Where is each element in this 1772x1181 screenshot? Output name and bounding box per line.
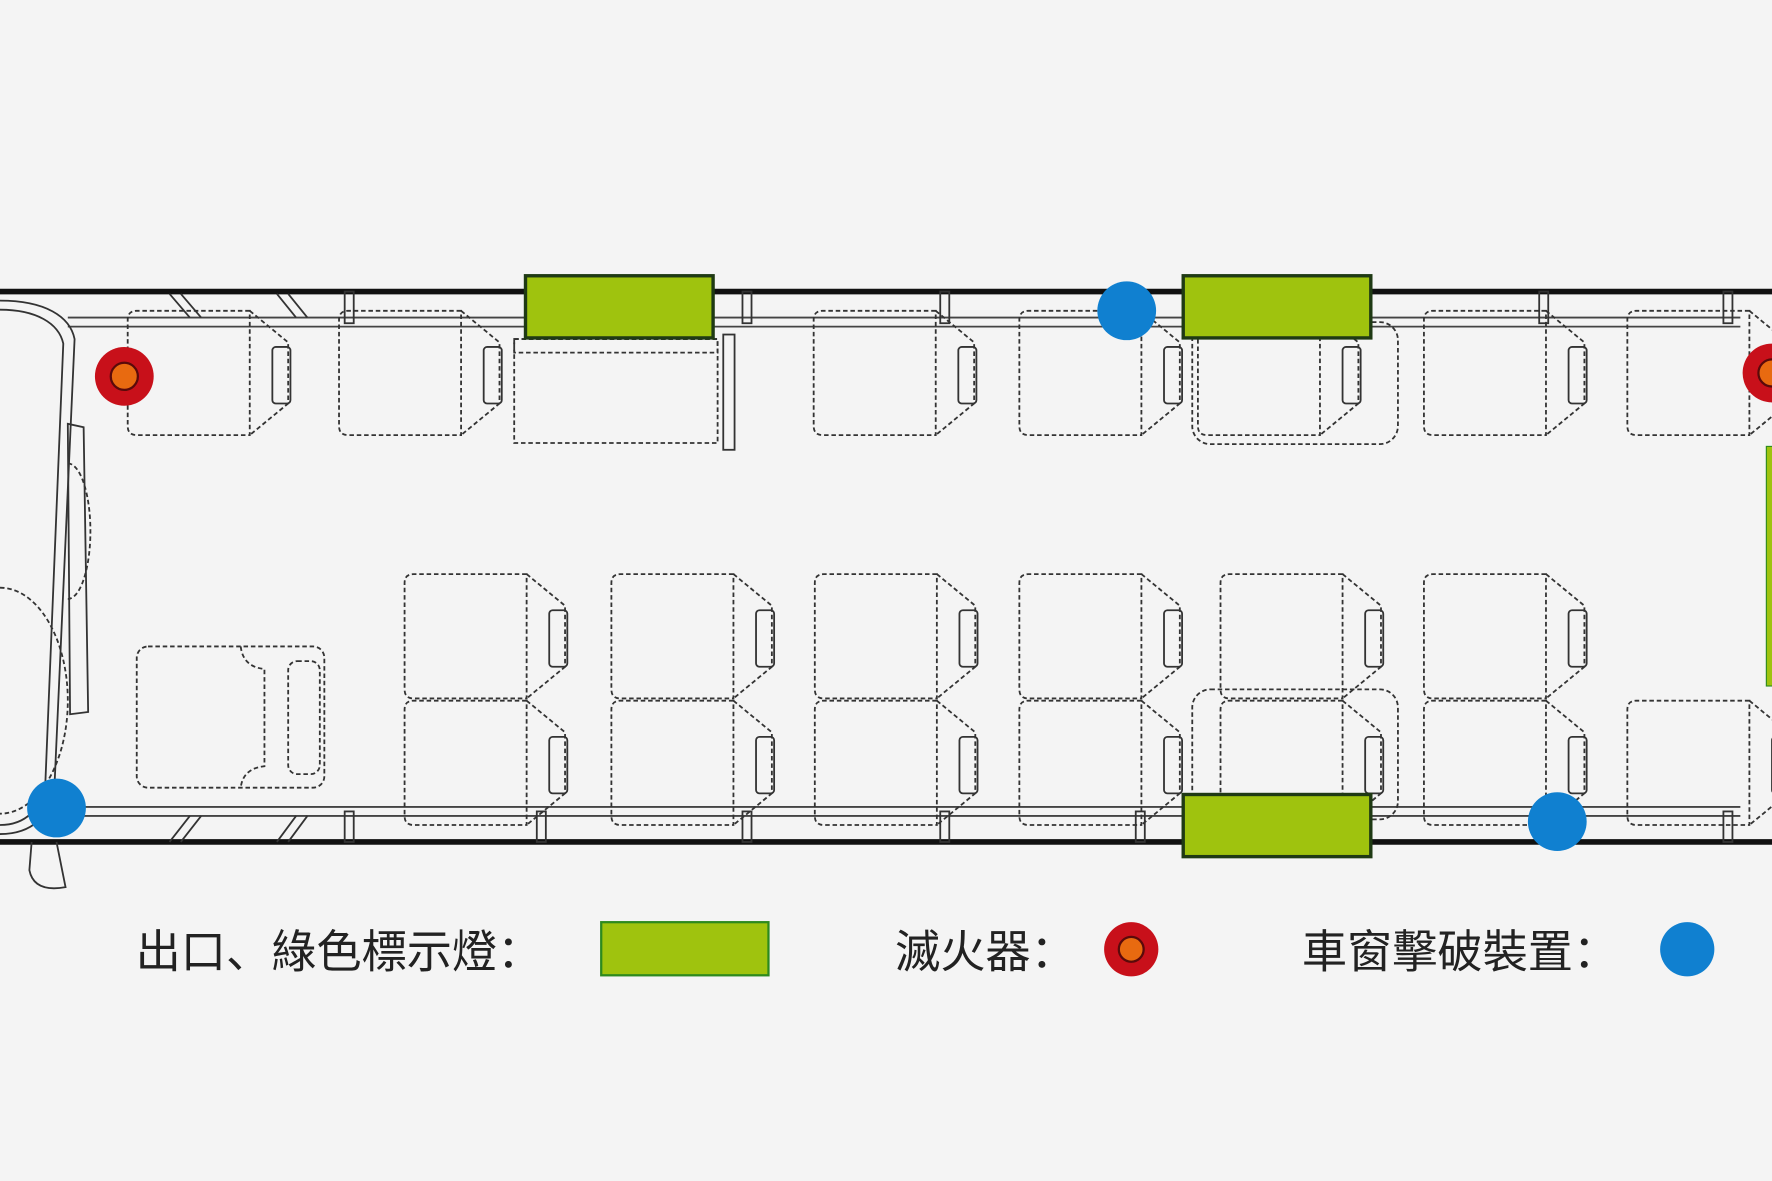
seat (1219, 573, 1385, 700)
window-breaker-icon (1527, 792, 1587, 851)
window-breaker-icon (1097, 281, 1157, 341)
seat (403, 699, 569, 826)
window-breakers (27, 281, 1587, 851)
seat (126, 309, 292, 437)
fire-extinguisher-icon (94, 346, 154, 406)
seat (812, 309, 978, 437)
legend-window-breaker-label: 車窗擊破裝置： (1302, 925, 1618, 978)
exit-light (1181, 274, 1373, 340)
legend: 出口、綠色標示燈： 滅火器： 車窗擊破裝置： (136, 921, 1715, 978)
seat (1626, 309, 1772, 437)
fire-extinguisher-icon (1742, 343, 1772, 403)
seat (1423, 309, 1588, 437)
seats (126, 309, 1772, 826)
exit-light (1765, 445, 1772, 687)
seat (1626, 699, 1772, 826)
seat (338, 309, 503, 437)
exit-light (1181, 792, 1373, 859)
exit-lights (523, 274, 1772, 859)
seat (1423, 573, 1588, 700)
seat (1018, 573, 1183, 700)
legend-extinguisher-label: 滅火器： (895, 925, 1076, 978)
exit-light (523, 274, 715, 340)
legend-window-breaker-icon (1660, 922, 1715, 977)
seat (1018, 309, 1183, 437)
window-breaker-icon (27, 778, 86, 838)
bus-outline (0, 288, 1772, 890)
seat (403, 573, 569, 700)
seat (813, 699, 979, 826)
seat (610, 699, 776, 826)
driver-seat (135, 645, 326, 789)
seat (610, 573, 776, 700)
legend-exit-label: 出口、綠色標示燈： (136, 925, 543, 978)
seat (1018, 699, 1183, 826)
fire-extinguishers (94, 343, 1772, 406)
legend-exit-swatch (600, 921, 770, 977)
seat (813, 573, 979, 700)
legend-extinguisher-icon (1104, 922, 1159, 977)
